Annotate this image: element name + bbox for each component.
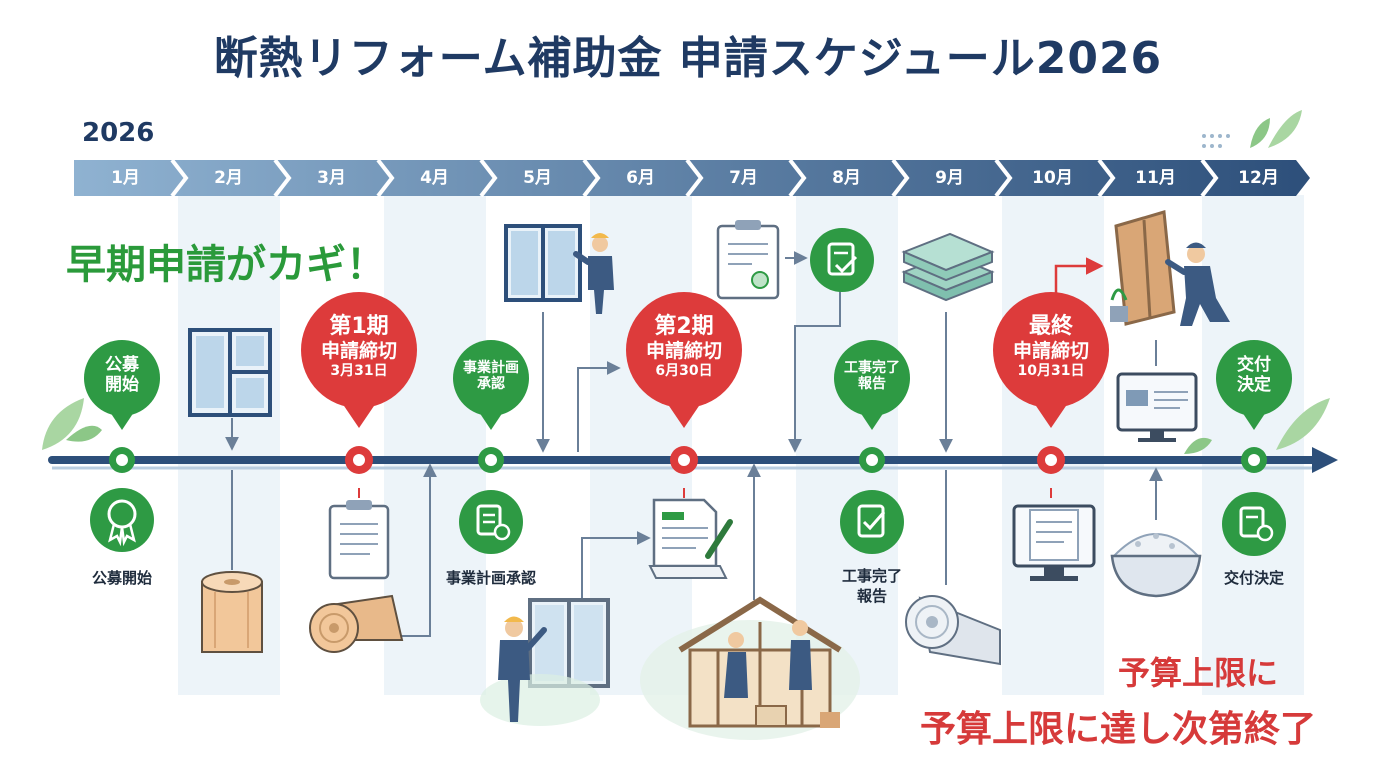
panel-install-icon — [1110, 210, 1230, 326]
red-pins — [301, 292, 1109, 428]
month-label: 10月 — [1032, 168, 1073, 188]
insulation-roll-icon — [905, 595, 1001, 666]
month-label: 9月 — [935, 168, 964, 188]
month-label: 3月 — [317, 168, 346, 188]
month-label: 1月 — [111, 168, 140, 188]
document-pen-icon — [648, 498, 733, 579]
green-pins — [84, 340, 1292, 430]
caption-plan: 事業計画承認 — [445, 569, 536, 587]
milestone-kobo-label: 公募 開始 — [105, 355, 139, 395]
budget-note-line1: 予算上限に — [1118, 654, 1279, 692]
milestone-plan-label: 事業計画 承認 — [463, 360, 519, 393]
caption-kobo: 公募開始 — [91, 569, 152, 587]
caption-decision: 交付決定 — [1223, 569, 1284, 587]
insulation-roll-icon — [201, 571, 263, 653]
month-ribbon — [74, 158, 1310, 198]
worker-icon — [573, 233, 614, 314]
caption-report: 工事完了 報告 — [841, 567, 902, 606]
panel-stack-icon — [901, 232, 995, 302]
year-label: 2026 — [82, 118, 155, 148]
leaf-icon — [42, 110, 1330, 454]
deadline-1-label: 第1期 申請締切 3月31日 — [320, 314, 397, 380]
budget-note-line2: 予算上限に達し次第終了 — [920, 709, 1317, 750]
deadline-final-label: 最終 申請締切 10月31日 — [1012, 314, 1089, 380]
month-label: 8月 — [832, 168, 861, 188]
monitor-icon — [1012, 504, 1096, 581]
deadline-2-label: 第2期 申請締切 6月30日 — [645, 314, 722, 380]
month-label: 6月 — [626, 168, 655, 188]
monitor-icon — [1116, 372, 1198, 442]
month-label: 2月 — [214, 168, 243, 188]
insulation-roll-icon — [309, 594, 404, 653]
month-label: 7月 — [729, 168, 758, 188]
milestone-report-label: 工事完了 報告 — [844, 360, 900, 393]
window-icon — [188, 328, 272, 417]
decision-checklist-icon — [1222, 492, 1286, 556]
plan-checklist-icon — [459, 490, 523, 554]
milestone-decision-label: 交付 決定 — [1237, 355, 1271, 395]
award-badge-icon — [90, 488, 154, 552]
tagline: 早期申請がカギ！ — [66, 242, 386, 288]
worker-icon — [498, 616, 547, 722]
clipboard-icon — [328, 500, 390, 580]
page-title: 断熱リフォーム補助金 申請スケジュール2026 — [213, 33, 1163, 84]
house-frame-icon — [640, 596, 860, 740]
final-arrow — [1054, 257, 1104, 300]
connector-arrows — [225, 251, 1163, 637]
bowl-icon — [1110, 533, 1202, 598]
certificate-icon — [716, 220, 780, 300]
month-label: 12月 — [1238, 168, 1279, 188]
window-icon — [504, 224, 582, 302]
month-label: 11月 — [1135, 168, 1176, 188]
report-checklist-icon — [840, 490, 904, 554]
checklist-icon — [810, 228, 874, 292]
decor-dots — [1202, 134, 1230, 148]
axis-nodes — [109, 446, 1267, 474]
month-label: 5月 — [523, 168, 552, 188]
month-label: 4月 — [420, 168, 449, 188]
